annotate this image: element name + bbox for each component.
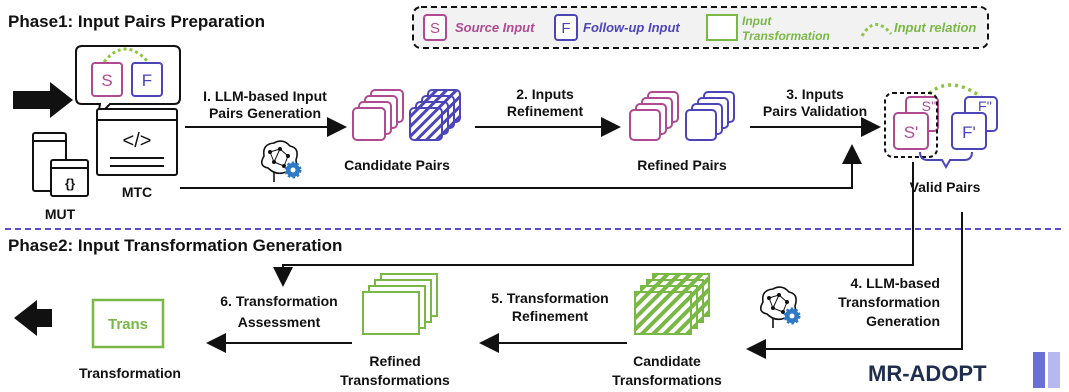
- legend-followup-letter: F: [561, 20, 570, 37]
- step3-line1: 3. Inputs: [786, 86, 844, 102]
- valid-s: S': [904, 123, 919, 142]
- valid-pairs-icon: [884, 83, 998, 170]
- mtc-bubble-s: S: [101, 71, 112, 90]
- step1-line1: I. LLM-based Input: [203, 88, 327, 104]
- legend-source-label: Source Input: [455, 20, 535, 35]
- legend-followup-box: [554, 14, 578, 41]
- step3-line2: Pairs Validation: [763, 103, 867, 119]
- step4-line2: Transformation: [838, 294, 940, 310]
- mtc-code-window-icon: [96, 108, 178, 176]
- step5-line2: Refinement: [512, 308, 589, 324]
- input-arrow-icon: [13, 82, 73, 118]
- candidate-trans-line1: Candidate: [633, 353, 701, 369]
- llm-brain-gear-icon: [260, 140, 302, 182]
- valid-pairs-label: Valid Pairs: [910, 179, 981, 195]
- mtc-code-glyph: </>: [123, 130, 152, 152]
- valid-f: F': [962, 123, 976, 142]
- phase1-title: Phase1: Input Pairs Preparation: [8, 12, 265, 31]
- valid-f2: F'': [978, 98, 992, 114]
- legend-relation-icon: [860, 23, 893, 37]
- step6-line1: 6. Transformation: [220, 293, 337, 309]
- mr-adopt-logo: MR-ADOPT: [868, 361, 987, 386]
- logo-bars-icon: [1033, 352, 1060, 388]
- step2-line1: 2. Inputs: [516, 86, 574, 102]
- step2-line2: Refinement: [507, 103, 584, 119]
- phase2-title: Phase2: Input Transformation Generation: [8, 236, 342, 255]
- step5-line1: 5. Transformation: [491, 290, 608, 306]
- step6-line2: Assessment: [238, 314, 321, 330]
- refined-trans-line1: Refined: [369, 353, 420, 369]
- mut-label: MUT: [45, 206, 76, 222]
- legend-relation-label: Input relation: [894, 20, 976, 35]
- step4-line3: Generation: [866, 313, 940, 329]
- legend-source-letter: S: [430, 20, 440, 37]
- refined-pairs-icon: [629, 91, 735, 141]
- candidate-pairs-icon: [352, 89, 461, 141]
- mtc-label: MTC: [122, 184, 152, 200]
- mut-code-glyph: {}: [65, 176, 75, 191]
- arrow-mtc-to-validation: [180, 144, 862, 189]
- valid-s2: S'': [922, 98, 937, 114]
- step4-line1: 4. LLM-based: [851, 275, 940, 291]
- refined-trans-line2: Transformations: [340, 372, 450, 388]
- candidate-trans-line2: Transformations: [612, 372, 722, 388]
- arrow-valid-to-generation: [746, 212, 963, 359]
- candidate-transformations-icon: [634, 273, 710, 335]
- trans-box: [91, 298, 165, 349]
- transformation-label: Transformation: [79, 365, 181, 381]
- llm-brain-gear-icon-2: [759, 286, 801, 328]
- mtc-speech-bubble: S F: [75, 45, 181, 119]
- mtc-bubble-f: F: [142, 71, 152, 90]
- legend-transform-label-2: Transformation: [742, 29, 830, 43]
- arrow-valid-to-assessment: [273, 162, 914, 287]
- mut-window-icon: [32, 132, 89, 197]
- legend-source-box: [423, 14, 447, 41]
- trans-box-label: Trans: [108, 316, 148, 333]
- legend-transform-label-1: Input: [742, 14, 772, 28]
- legend-followup-label: Follow-up Input: [583, 20, 680, 35]
- refined-transformations-icon: [362, 273, 438, 335]
- refined-pairs-label: Refined Pairs: [637, 157, 727, 173]
- output-arrow-icon: [14, 300, 52, 336]
- step1-line2: Pairs Generation: [209, 105, 321, 121]
- legend: S Source Input F Follow-up Input Input T…: [412, 6, 989, 49]
- candidate-pairs-label: Candidate Pairs: [344, 157, 450, 173]
- legend-transform-box: [706, 14, 738, 41]
